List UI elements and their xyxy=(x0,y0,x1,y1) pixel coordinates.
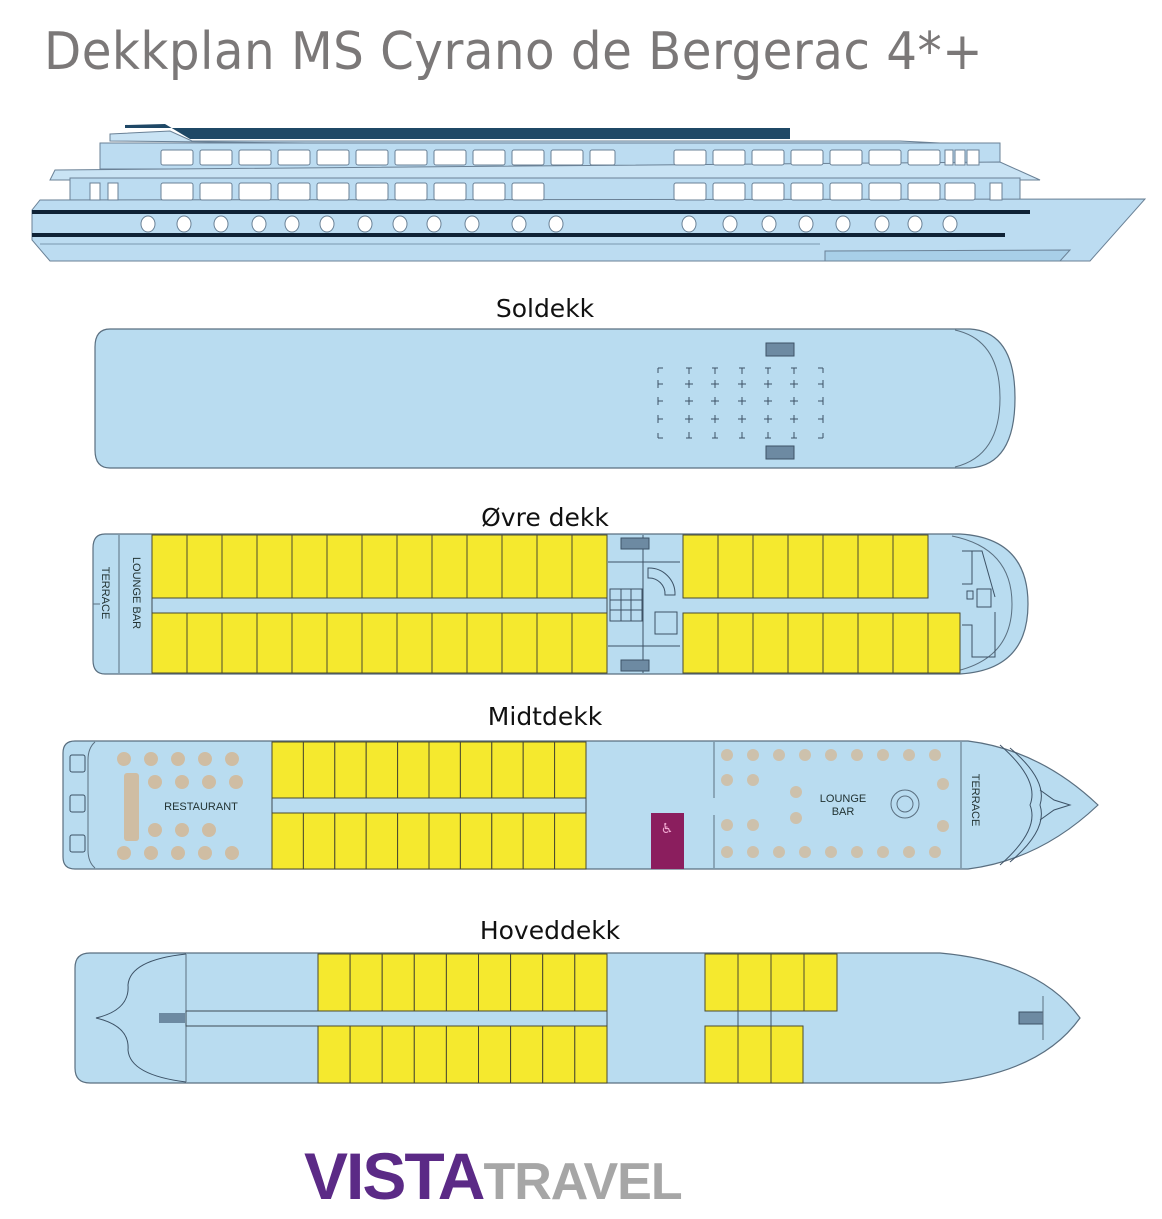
area-midt-terrace-label: TERRACE xyxy=(969,774,981,827)
area-lounge-bar-label: LOUNGE BAR xyxy=(130,557,142,629)
area-restaurant-label: RESTAURANT xyxy=(164,801,238,813)
cabin-block-ovre-forward xyxy=(682,534,961,674)
stair-hall xyxy=(608,535,680,673)
area-terrace-label: TERRACE xyxy=(99,567,111,620)
ship-side-view xyxy=(31,124,1147,262)
side-windows-upper xyxy=(160,149,980,166)
wheelchair-icon: ♿ xyxy=(661,821,674,837)
area-bar-label: BAR xyxy=(832,806,855,818)
area-lounge-label: LOUNGE xyxy=(820,793,866,805)
cabin-block-hoved-aft xyxy=(317,953,608,1084)
accessible-cabin: ♿ xyxy=(651,813,684,869)
cabin-block-hoved-forward xyxy=(704,953,838,1084)
deck-label-hoveddekk: Hoveddekk xyxy=(479,916,621,945)
deck-label-soldekk: Soldekk xyxy=(495,294,595,323)
deck-midtdekk: RESTAURANT ♿ LOUNGE BAR TERRACE xyxy=(62,740,1099,870)
logo-vista: VISTA xyxy=(304,1139,485,1213)
deck-ovre-dekk: TERRACE LOUNGE BAR xyxy=(92,533,1029,675)
lounge-chairs xyxy=(721,749,949,858)
page-title: Dekkplan MS Cyrano de Bergerac 4*+ xyxy=(44,22,984,82)
cabin-block-midt xyxy=(271,741,587,870)
deck-soldekk xyxy=(94,328,1016,469)
vista-travel-logo: VISTATRAVEL xyxy=(304,1138,683,1214)
deck-hoveddekk xyxy=(74,952,1081,1084)
side-portholes xyxy=(140,215,958,233)
side-windows-middle xyxy=(89,182,1003,201)
logo-travel: TRAVEL xyxy=(483,1153,682,1211)
wheelhouse xyxy=(962,550,996,658)
deck-label-midtdekk: Midtdekk xyxy=(487,702,603,731)
sun-lounger-grid xyxy=(657,367,824,439)
dance-floor-icon xyxy=(890,789,920,819)
deck-label-ovre-dekk: Øvre dekk xyxy=(481,503,609,532)
cabin-block-ovre-aft xyxy=(151,534,608,674)
restaurant-tables xyxy=(117,752,243,860)
